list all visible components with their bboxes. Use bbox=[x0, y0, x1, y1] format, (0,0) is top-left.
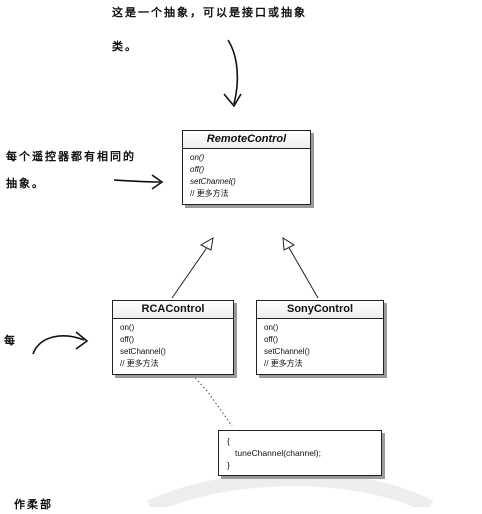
annotation-abstraction-line1: 这是一个抽象，可以是接口或抽象 bbox=[112, 6, 307, 19]
remote-control-method-on: on() bbox=[190, 153, 205, 162]
remote-control-class-box: RemoteControl on() off() setChannel() //… bbox=[182, 130, 311, 205]
left-annotation-arrowhead bbox=[151, 174, 164, 190]
remote-control-method-more: // 更多方法 bbox=[190, 189, 229, 198]
setchannel-implementation-note: { tuneChannel(channel); } bbox=[218, 430, 382, 476]
top-annotation-arrow bbox=[227, 39, 239, 105]
sony-control-class-name: SonyControl bbox=[257, 301, 383, 319]
annotation-abstraction-line2: 类。 bbox=[112, 40, 138, 53]
note-tune-channel-call: tuneChannel(channel); bbox=[235, 448, 322, 458]
rca-inheritance-arrowhead bbox=[199, 237, 214, 251]
note-close-brace: } bbox=[227, 460, 230, 470]
mid-annotation-arrowhead bbox=[75, 331, 89, 350]
remote-control-class-name: RemoteControl bbox=[183, 131, 310, 149]
remote-control-method-off: off() bbox=[190, 165, 205, 174]
remote-control-method-setchannel: setChannel() bbox=[190, 177, 236, 186]
top-annotation-arrowhead bbox=[223, 93, 242, 108]
sony-control-method-off: off() bbox=[264, 335, 279, 344]
annotation-each: 每 bbox=[4, 334, 17, 347]
sony-inheritance-line bbox=[287, 245, 319, 299]
rca-control-method-on: on() bbox=[120, 323, 135, 332]
left-annotation-arrow bbox=[113, 179, 161, 183]
mid-annotation-arrow bbox=[32, 335, 85, 355]
sony-control-method-on: on() bbox=[264, 323, 279, 332]
remote-control-methods: on() off() setChannel() // 更多方法 bbox=[183, 149, 310, 204]
rca-control-class-name: RCAControl bbox=[113, 301, 233, 319]
rca-inheritance-line bbox=[171, 245, 209, 299]
rca-control-method-more: // 更多方法 bbox=[120, 359, 159, 368]
rca-control-methods: on() off() setChannel() // 更多方法 bbox=[113, 319, 233, 374]
annotation-bottom-cutoff: 作柔部 bbox=[14, 498, 53, 511]
sony-control-methods: on() off() setChannel() // 更多方法 bbox=[257, 319, 383, 374]
sony-control-method-setchannel: setChannel() bbox=[264, 347, 310, 356]
annotation-same-abstraction-line1: 每个遥控器都有相同的 bbox=[6, 150, 136, 163]
note-open-brace: { bbox=[227, 436, 230, 446]
sony-control-method-more: // 更多方法 bbox=[264, 359, 303, 368]
background-swoosh bbox=[147, 472, 434, 507]
sony-control-class-box: SonyControl on() off() setChannel() // 更… bbox=[256, 300, 384, 375]
rca-control-method-setchannel: setChannel() bbox=[120, 347, 166, 356]
rca-control-class-box: RCAControl on() off() setChannel() // 更多… bbox=[112, 300, 234, 375]
note-dotted-link bbox=[189, 371, 233, 427]
annotation-same-abstraction-line2: 抽象。 bbox=[6, 177, 45, 190]
sony-inheritance-arrowhead bbox=[282, 237, 296, 251]
rca-control-method-off: off() bbox=[120, 335, 135, 344]
